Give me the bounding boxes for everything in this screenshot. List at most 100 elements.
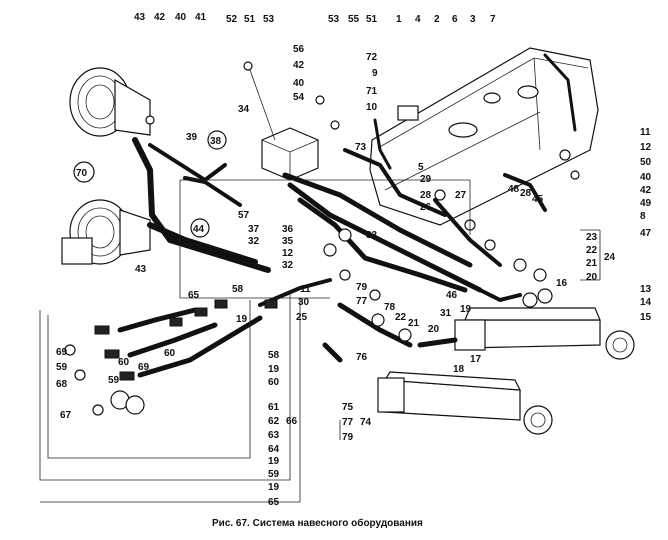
callout: 30 [298,297,310,308]
callout: 59 [268,469,280,480]
callout: 19 [268,364,280,375]
callout: 46 [446,290,458,301]
callout: 20 [428,324,440,335]
callout: 61 [268,402,280,413]
callout: 1 [396,14,402,25]
callout: 33 [366,230,378,241]
callout: 53 [328,14,340,25]
callout: 28 [420,190,432,201]
callout: 40 [175,12,187,23]
callout: 12 [282,248,294,259]
callout: 21 [586,258,598,269]
callout: 60 [118,357,130,368]
callout: 60 [164,348,176,359]
callout: 48 [508,184,520,195]
callout: 7 [490,14,496,25]
callout: 40 [640,172,652,183]
callout: 40 [293,78,305,89]
callout: 53 [263,14,275,25]
callout: 24 [604,252,616,263]
callout: 77 [356,296,368,307]
callout: 41 [195,12,207,23]
callout: 63 [268,430,280,441]
callout: 52 [226,14,238,25]
callout: 42 [640,185,652,196]
callout: 70 [76,168,88,179]
callout: 16 [556,278,568,289]
callout: 43 [135,264,147,275]
cylinder-upper [454,307,635,360]
figure-caption: Рис. 67. Система навесного оборудования [212,517,423,529]
callout: 39 [186,132,198,143]
callout: 27 [455,190,467,201]
fittings [64,95,580,416]
callout: 73 [355,142,367,153]
callout: 12 [640,142,652,153]
callout: 14 [640,297,652,308]
pump-upper [69,67,151,137]
callout: 65 [188,290,200,301]
callout: 13 [640,284,652,295]
callout: 54 [293,92,305,103]
callout: 76 [356,352,368,363]
callout: 68 [56,379,68,390]
callout: 9 [372,68,378,79]
callout: 55 [348,14,360,25]
callout: 72 [366,52,378,63]
callout: 15 [640,312,652,323]
callout: 18 [453,364,465,375]
hoses [117,137,547,378]
distributor [243,61,319,181]
callout: 19 [460,304,472,315]
callout: 56 [293,44,305,55]
callout: 79 [356,282,368,293]
callout: 71 [366,86,378,97]
callout: 21 [408,318,420,329]
callout: 65 [268,497,280,508]
callout: 64 [268,444,280,455]
callout: 32 [282,260,294,271]
callout: 25 [296,312,308,323]
callout: 6 [452,14,458,25]
callout: 66 [286,416,298,427]
callout: 19 [268,456,280,467]
callout: 2 [434,14,440,25]
callout: 51 [366,14,378,25]
callout: 57 [238,210,250,221]
callout: 43 [134,12,146,23]
callout: 59 [56,362,68,373]
callout: 69 [138,362,150,373]
callout: 4 [415,14,421,25]
callout: 58 [268,350,280,361]
leader-frame [39,179,601,503]
callout: 77 [342,417,354,428]
callout: 29 [420,174,432,185]
callout: 78 [384,302,396,313]
callout: 22 [586,245,598,256]
callout: 32 [248,236,260,247]
callout: 31 [440,308,452,319]
callout-labels: 43 42 40 41 52 51 53 53 55 51 1 4 2 6 3 … [56,12,652,508]
callout: 11 [300,284,311,295]
callout: 38 [210,136,222,147]
callout: 50 [640,157,652,168]
callout: 44 [193,224,205,235]
callout: 20 [586,272,598,283]
callout: 36 [282,224,294,235]
callout: 19 [236,314,248,325]
callout: 42 [154,12,166,23]
callout: 34 [238,104,250,115]
callout: 8 [640,211,646,222]
callout: 51 [244,14,256,25]
callout: 26 [420,202,432,213]
callout: 58 [232,284,244,295]
callout: 75 [342,402,354,413]
callout: 42 [293,60,305,71]
callout: 62 [268,416,280,427]
callout: 5 [418,162,424,173]
callout: 35 [282,236,294,247]
callout: 79 [342,432,354,443]
callout: 17 [470,354,482,365]
callout: 69 [56,347,68,358]
cylinder-lower [377,371,553,435]
